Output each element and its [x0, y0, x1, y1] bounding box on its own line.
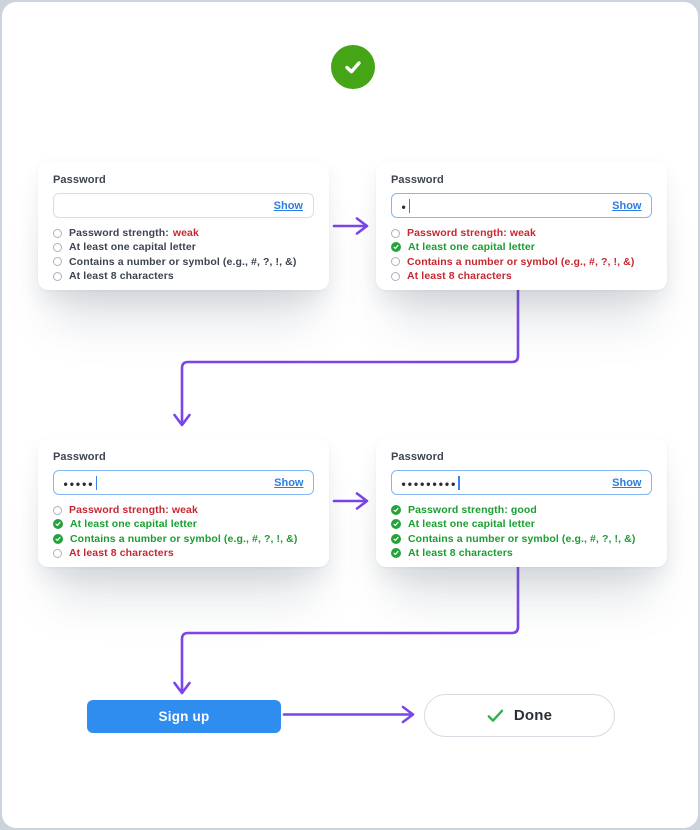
- password-input-value: •: [401, 199, 408, 214]
- requirement-text: At least 8 characters: [408, 547, 513, 560]
- text-caret: [408, 198, 411, 213]
- requirement-capital: At least one capital letter: [391, 240, 652, 254]
- check-circle-icon: [53, 533, 63, 544]
- check-circle-icon: [391, 242, 401, 253]
- circle-icon: [53, 505, 62, 515]
- requirement-symbol: Contains a number or symbol (e.g., #, ?,…: [53, 532, 314, 546]
- requirement-strength: Password strength: weak: [53, 503, 314, 517]
- requirements-list: Password strength: weak At least one cap…: [53, 503, 314, 560]
- sign-up-button[interactable]: Sign up: [87, 700, 281, 733]
- circle-icon: [53, 271, 62, 281]
- arrow-signup-to-done: [282, 705, 415, 724]
- password-label: Password: [53, 451, 106, 463]
- requirement-length: At least 8 characters: [391, 269, 652, 283]
- requirements-list: Password strength: good At least one cap…: [391, 503, 652, 560]
- done-button-label: Done: [513, 707, 553, 724]
- requirement-text: At least 8 characters: [69, 270, 174, 283]
- requirement-text: Password strength: good: [408, 504, 537, 517]
- requirement-text: At least 8 characters: [407, 270, 512, 283]
- strength-status: weak: [172, 227, 199, 240]
- check-circle-icon: [391, 548, 401, 559]
- text-caret: [458, 475, 460, 490]
- password-card-complete: Password ••••••••• Show Password strengt…: [376, 439, 667, 567]
- requirement-text: Contains a number or symbol (e.g., #, ?,…: [408, 532, 636, 545]
- requirement-strength: Password strength: weak: [391, 226, 652, 240]
- requirement-text: At least one capital letter: [70, 518, 197, 531]
- requirement-text: At least one capital letter: [408, 241, 535, 254]
- circle-icon: [53, 242, 62, 252]
- done-check-icon: [487, 709, 504, 722]
- password-input[interactable]: ••••• Show: [53, 470, 314, 495]
- password-input[interactable]: Show: [53, 193, 314, 218]
- strength-prefix: Password strength:: [69, 227, 169, 240]
- requirement-text: At least 8 characters: [69, 547, 174, 560]
- requirement-capital: At least one capital letter: [391, 517, 652, 531]
- circle-icon: [391, 257, 400, 267]
- done-button[interactable]: Done: [424, 694, 615, 737]
- requirement-strength: Password strength: good: [391, 503, 652, 517]
- success-check-icon: [331, 45, 375, 89]
- requirement-text: Password strength: weak: [407, 227, 536, 240]
- requirements-list: Password strength: weak At least one cap…: [391, 226, 652, 283]
- circle-icon: [391, 271, 400, 281]
- arrow-card1-to-card2: [332, 217, 369, 235]
- password-input-value: •••••••••: [401, 476, 458, 491]
- password-input-value: •••••: [63, 476, 95, 491]
- arrow-card2-to-card3: [173, 286, 520, 427]
- requirement-capital: At least one capital letter: [53, 517, 314, 531]
- requirement-text: Contains a number or symbol (e.g., #, ?,…: [69, 255, 297, 268]
- arrow-card4-to-signup: [173, 562, 520, 695]
- circle-icon: [53, 257, 62, 267]
- requirement-length: At least 8 characters: [53, 546, 314, 560]
- check-circle-icon: [53, 519, 63, 530]
- requirement-symbol: Contains a number or symbol (e.g., #, ?,…: [53, 255, 314, 269]
- check-icon: [345, 61, 361, 74]
- text-caret: [95, 475, 98, 490]
- password-card-empty: Password Show Password strength: weak At…: [38, 162, 329, 290]
- requirements-list: Password strength: weak At least one cap…: [53, 226, 314, 283]
- requirement-text: Password strength: weak: [69, 504, 198, 517]
- requirement-text: Contains a number or symbol (e.g., #, ?,…: [70, 532, 298, 545]
- circle-icon: [53, 228, 62, 238]
- requirement-text: At least one capital letter: [69, 241, 196, 254]
- password-label: Password: [391, 451, 444, 463]
- password-input[interactable]: ••••••••• Show: [391, 470, 652, 495]
- requirement-capital: At least one capital letter: [53, 240, 314, 254]
- requirement-length: At least 8 characters: [53, 269, 314, 283]
- requirement-length: At least 8 characters: [391, 546, 652, 560]
- requirement-symbol: Contains a number or symbol (e.g., #, ?,…: [391, 255, 652, 269]
- arrow-card3-to-card4: [332, 492, 369, 510]
- check-circle-icon: [391, 533, 401, 544]
- check-circle-icon: [391, 505, 401, 516]
- requirement-text: At least one capital letter: [408, 518, 535, 531]
- show-password-link[interactable]: Show: [273, 199, 303, 212]
- password-input[interactable]: • Show: [391, 193, 652, 218]
- password-label: Password: [53, 174, 106, 186]
- show-password-link[interactable]: Show: [274, 476, 304, 489]
- password-card-one-char: Password • Show Password strength: weak …: [376, 162, 667, 290]
- show-password-link[interactable]: Show: [612, 476, 642, 489]
- show-password-link[interactable]: Show: [612, 199, 642, 212]
- circle-icon: [53, 548, 62, 558]
- check-circle-icon: [391, 519, 401, 530]
- requirement-symbol: Contains a number or symbol (e.g., #, ?,…: [391, 532, 652, 546]
- requirement-strength: Password strength: weak: [53, 226, 314, 240]
- password-label: Password: [391, 174, 444, 186]
- circle-icon: [391, 228, 400, 238]
- requirement-text: Contains a number or symbol (e.g., #, ?,…: [407, 255, 635, 268]
- password-card-five-chars: Password ••••• Show Password strength: w…: [38, 439, 329, 567]
